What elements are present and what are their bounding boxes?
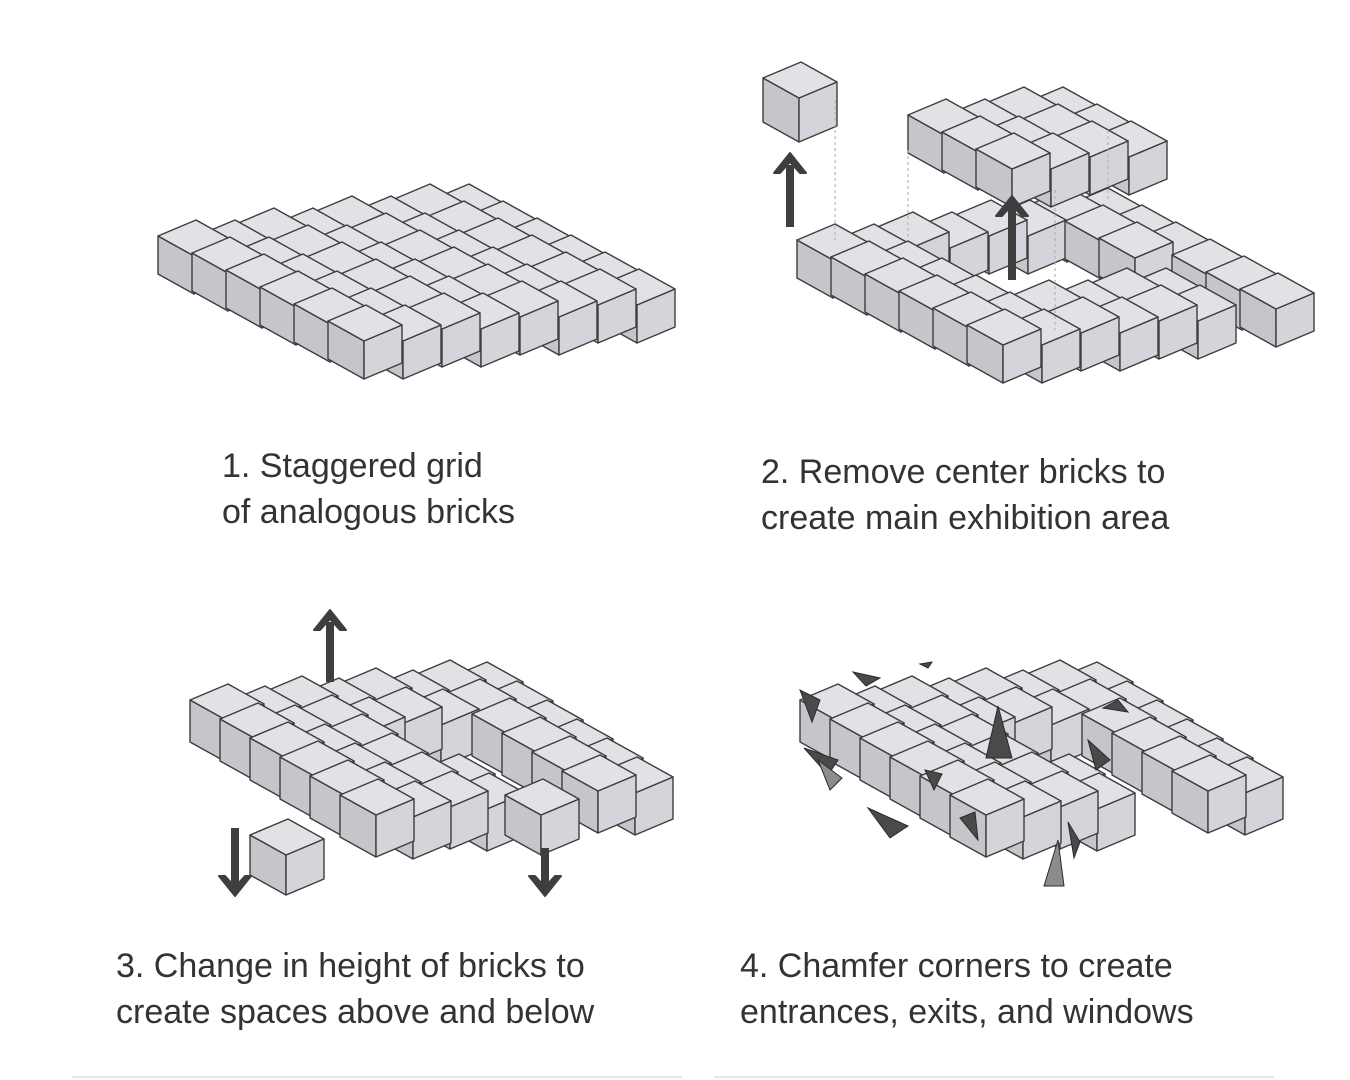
step-4-caption: 4. Chamfer corners to create entrances, … [740,943,1194,1035]
arrow-up-icon [995,195,1029,280]
bottom-divider-right [714,1076,1274,1078]
step-2-caption-line-1: 2. Remove center bricks to [761,453,1166,491]
arrow-down-icon [218,828,252,897]
panel3-brick-r5-c0 [339,778,415,858]
panel1-brick-r5-c0 [327,304,403,380]
bottom-divider-left [72,1076,682,1078]
panel4-brick-r5-c6 [1171,754,1247,834]
chamfer-wedge-icon [918,661,934,669]
step-3-caption-line-1: 3. Change in height of bricks to [116,947,585,985]
step-4-caption-line-2: entrances, exits, and windows [740,993,1194,1031]
panel-2-remove-center [762,61,1315,384]
chamfer-wedge-icon [1067,821,1081,860]
chamfer-wedge-icon [866,806,910,839]
chamfer-wedge-icon [1043,839,1065,887]
chamfer-wedge-icon [924,769,943,792]
chamfer-wedge-icon [1101,699,1130,713]
step-1-caption-line-1: 1. Staggered grid [222,447,483,485]
step-4-caption-line-1: 4. Chamfer corners to create [740,947,1173,985]
step-2-caption: 2. Remove center bricks to create main e… [761,449,1169,541]
step-1-caption-line-2: of analogous bricks [222,493,515,531]
panel-4-chamfer-corners [799,659,1284,887]
step-3-caption-line-2: create spaces above and below [116,993,595,1031]
panel4-brick-r5-c0 [949,778,1025,858]
step-2-caption-line-2: create main exhibition area [761,499,1170,537]
chamfer-wedge-icon [851,671,882,687]
chamfer-wedge-icon [816,758,843,791]
arrow-up-icon [773,152,807,227]
panel3-dropped-brick [249,818,325,896]
panel2-single-lifted-brick [762,61,838,143]
panel-3-height-change [189,609,674,897]
chamfer-wedge-icon [985,705,1013,759]
chamfer-wedge-icon [799,688,821,724]
arrow-up-icon [313,609,347,682]
arrow-down-icon [528,848,562,897]
lift-guide-lines [834,100,1109,330]
panel2-lifted-brick-r2-c0 [975,132,1051,208]
panel3-dropped-brick [504,778,580,856]
step-1-caption: 1. Staggered grid of analogous bricks [222,443,515,535]
panel2-base-brick-r5-c7 [1239,272,1315,348]
panel-1-staggered-grid [157,183,676,380]
panel2-base-brick-r5-c0 [966,308,1042,384]
chamfer-wedge-icon [959,811,979,842]
chamfer-wedge-icon [1087,738,1111,771]
step-3-caption: 3. Change in height of bricks to create … [116,943,594,1035]
